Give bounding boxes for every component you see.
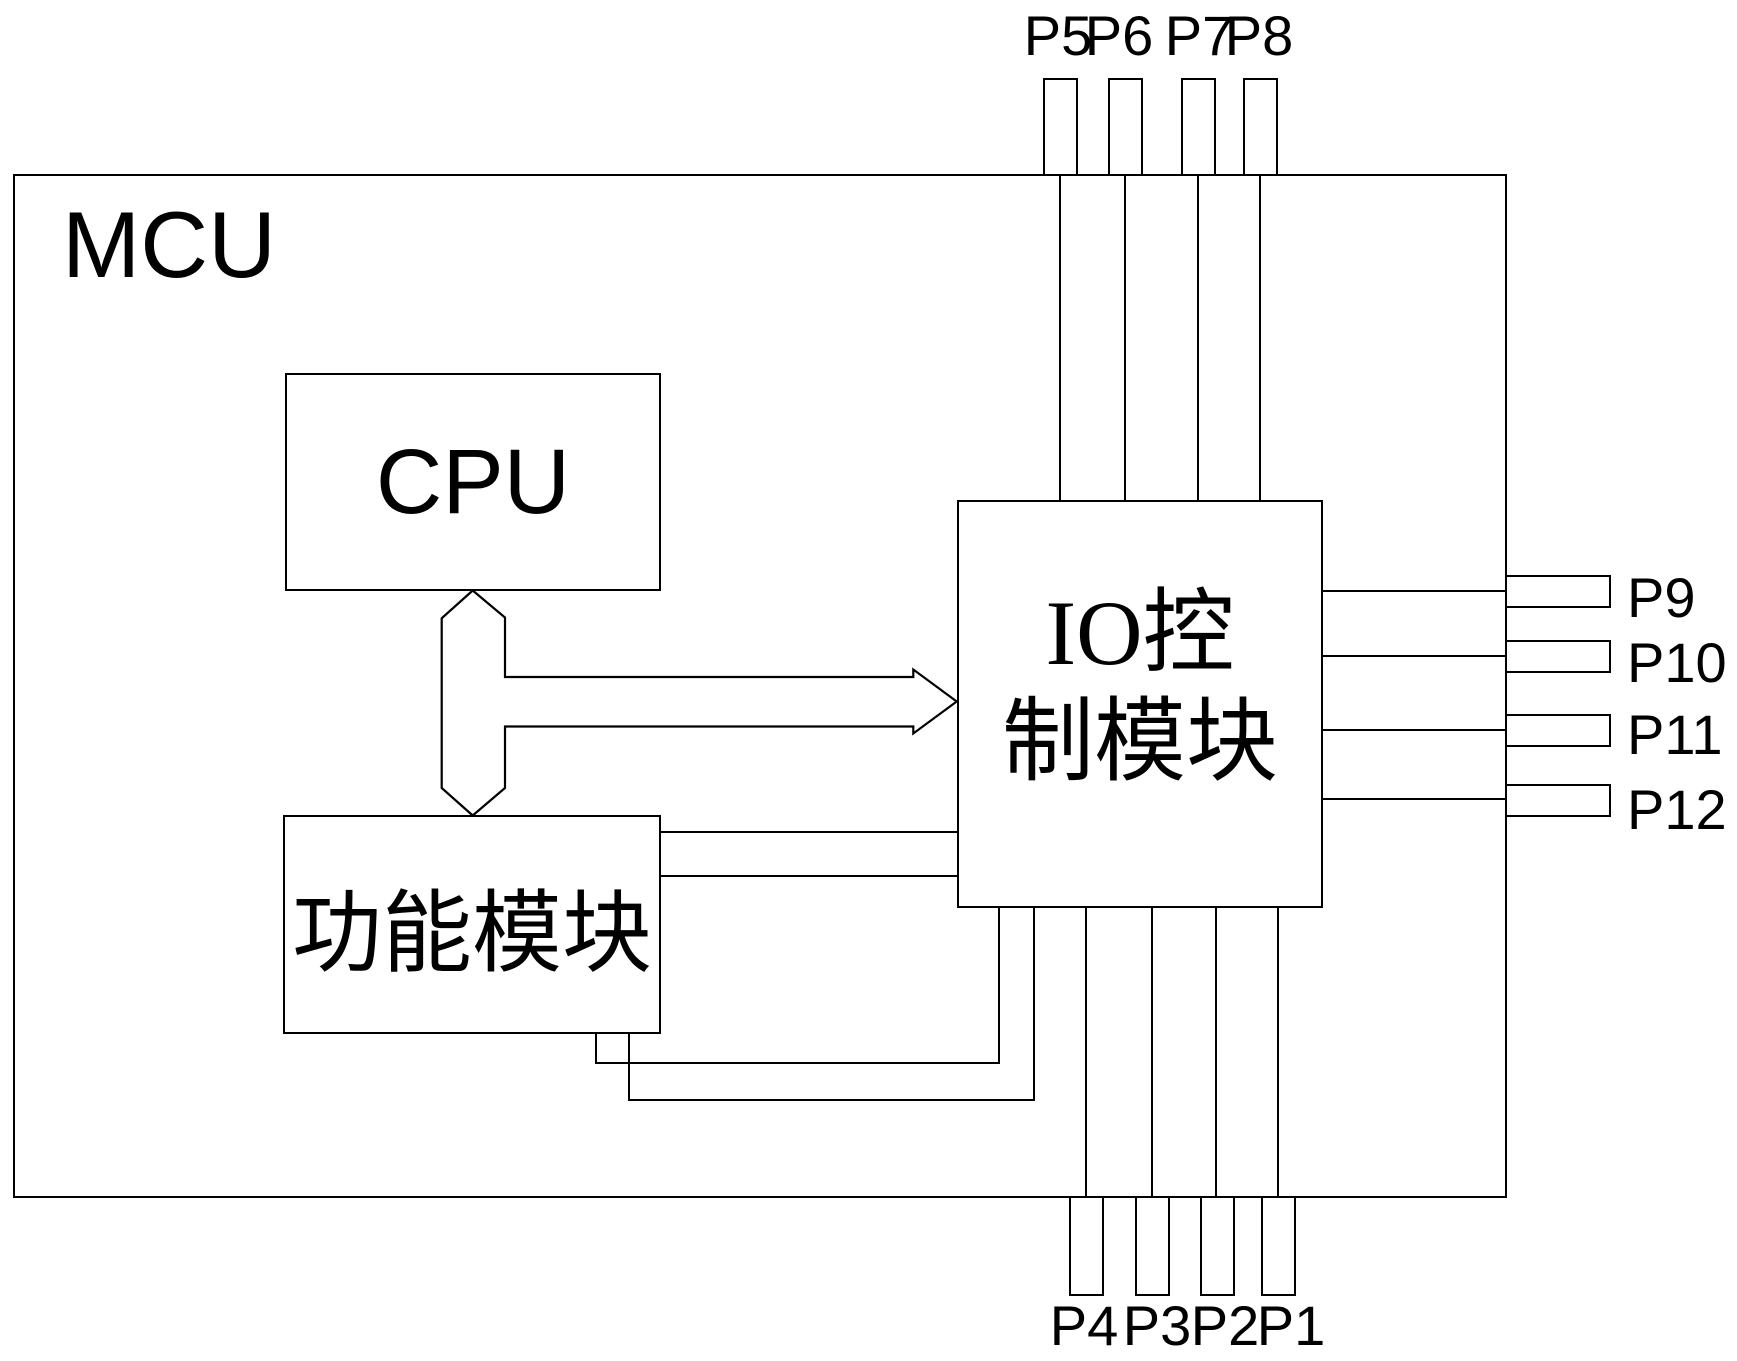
pin-p10 (1505, 640, 1611, 673)
pin-p12 (1505, 784, 1611, 817)
io-module-label-line2: 制模块 (1001, 690, 1278, 793)
pin-label-p12: P12 (1627, 778, 1727, 841)
function-module-box: 功能模块 (283, 815, 661, 1034)
pin-label-p2: P2 (1190, 1294, 1260, 1357)
pin-p10-trace (1321, 655, 1507, 657)
pin-p9 (1505, 575, 1611, 608)
pin-p1-trace (1277, 907, 1279, 1198)
io-module-box: IO控 制模块 (957, 500, 1323, 908)
pin-label-p8: P8 (1224, 4, 1294, 67)
cpu-label: CPU (375, 430, 571, 533)
io-module-label: IO控 制模块 (959, 579, 1321, 796)
func-io-bus-line-1 (660, 831, 958, 833)
pin-p4 (1069, 1196, 1104, 1296)
pin-p4-trace (1085, 907, 1087, 1198)
func-io-wrap2-up (1033, 907, 1035, 1101)
pin-label-p7: P7 (1164, 4, 1234, 67)
func-io-wrap1-up (998, 907, 1000, 1064)
pin-label-p4: P4 (1049, 1294, 1119, 1357)
pin-p7-trace (1197, 176, 1199, 501)
func-io-wrap2-down (628, 1033, 630, 1101)
pin-p3-trace (1151, 907, 1153, 1198)
pin-label-p6: P6 (1084, 4, 1154, 67)
cpu-func-io-hollow-arrow (440, 589, 959, 817)
pin-p2-trace (1215, 907, 1217, 1198)
pin-label-p3: P3 (1122, 1294, 1192, 1357)
io-module-label-line1: IO控 (1045, 582, 1235, 684)
cpu-box: CPU (285, 373, 661, 591)
pin-label-p9: P9 (1627, 566, 1696, 629)
func-io-wrap1-down (595, 1033, 597, 1064)
func-io-wrap2-across (628, 1099, 1035, 1101)
pin-p3 (1135, 1196, 1170, 1296)
func-io-bus-line-2 (660, 875, 958, 877)
pin-p9-trace (1321, 590, 1507, 592)
pin-p5 (1043, 78, 1078, 176)
pin-p6-trace (1124, 176, 1126, 501)
pin-p11-trace (1321, 729, 1507, 731)
pin-label-p10: P10 (1627, 631, 1727, 694)
pin-label-p11: P11 (1627, 703, 1723, 766)
pin-p8-trace (1259, 176, 1261, 501)
mcu-title: MCU (62, 192, 277, 297)
pin-label-p5: P5 (1023, 4, 1093, 67)
pin-p5-trace (1059, 176, 1061, 501)
pin-p12-trace (1321, 798, 1507, 800)
pin-p1 (1261, 1196, 1296, 1296)
pin-p2 (1200, 1196, 1235, 1296)
pin-label-p1: P1 (1256, 1294, 1326, 1357)
func-io-wrap1-across (595, 1062, 1000, 1064)
function-module-label: 功能模块 (292, 884, 652, 984)
pin-p11 (1505, 714, 1611, 747)
